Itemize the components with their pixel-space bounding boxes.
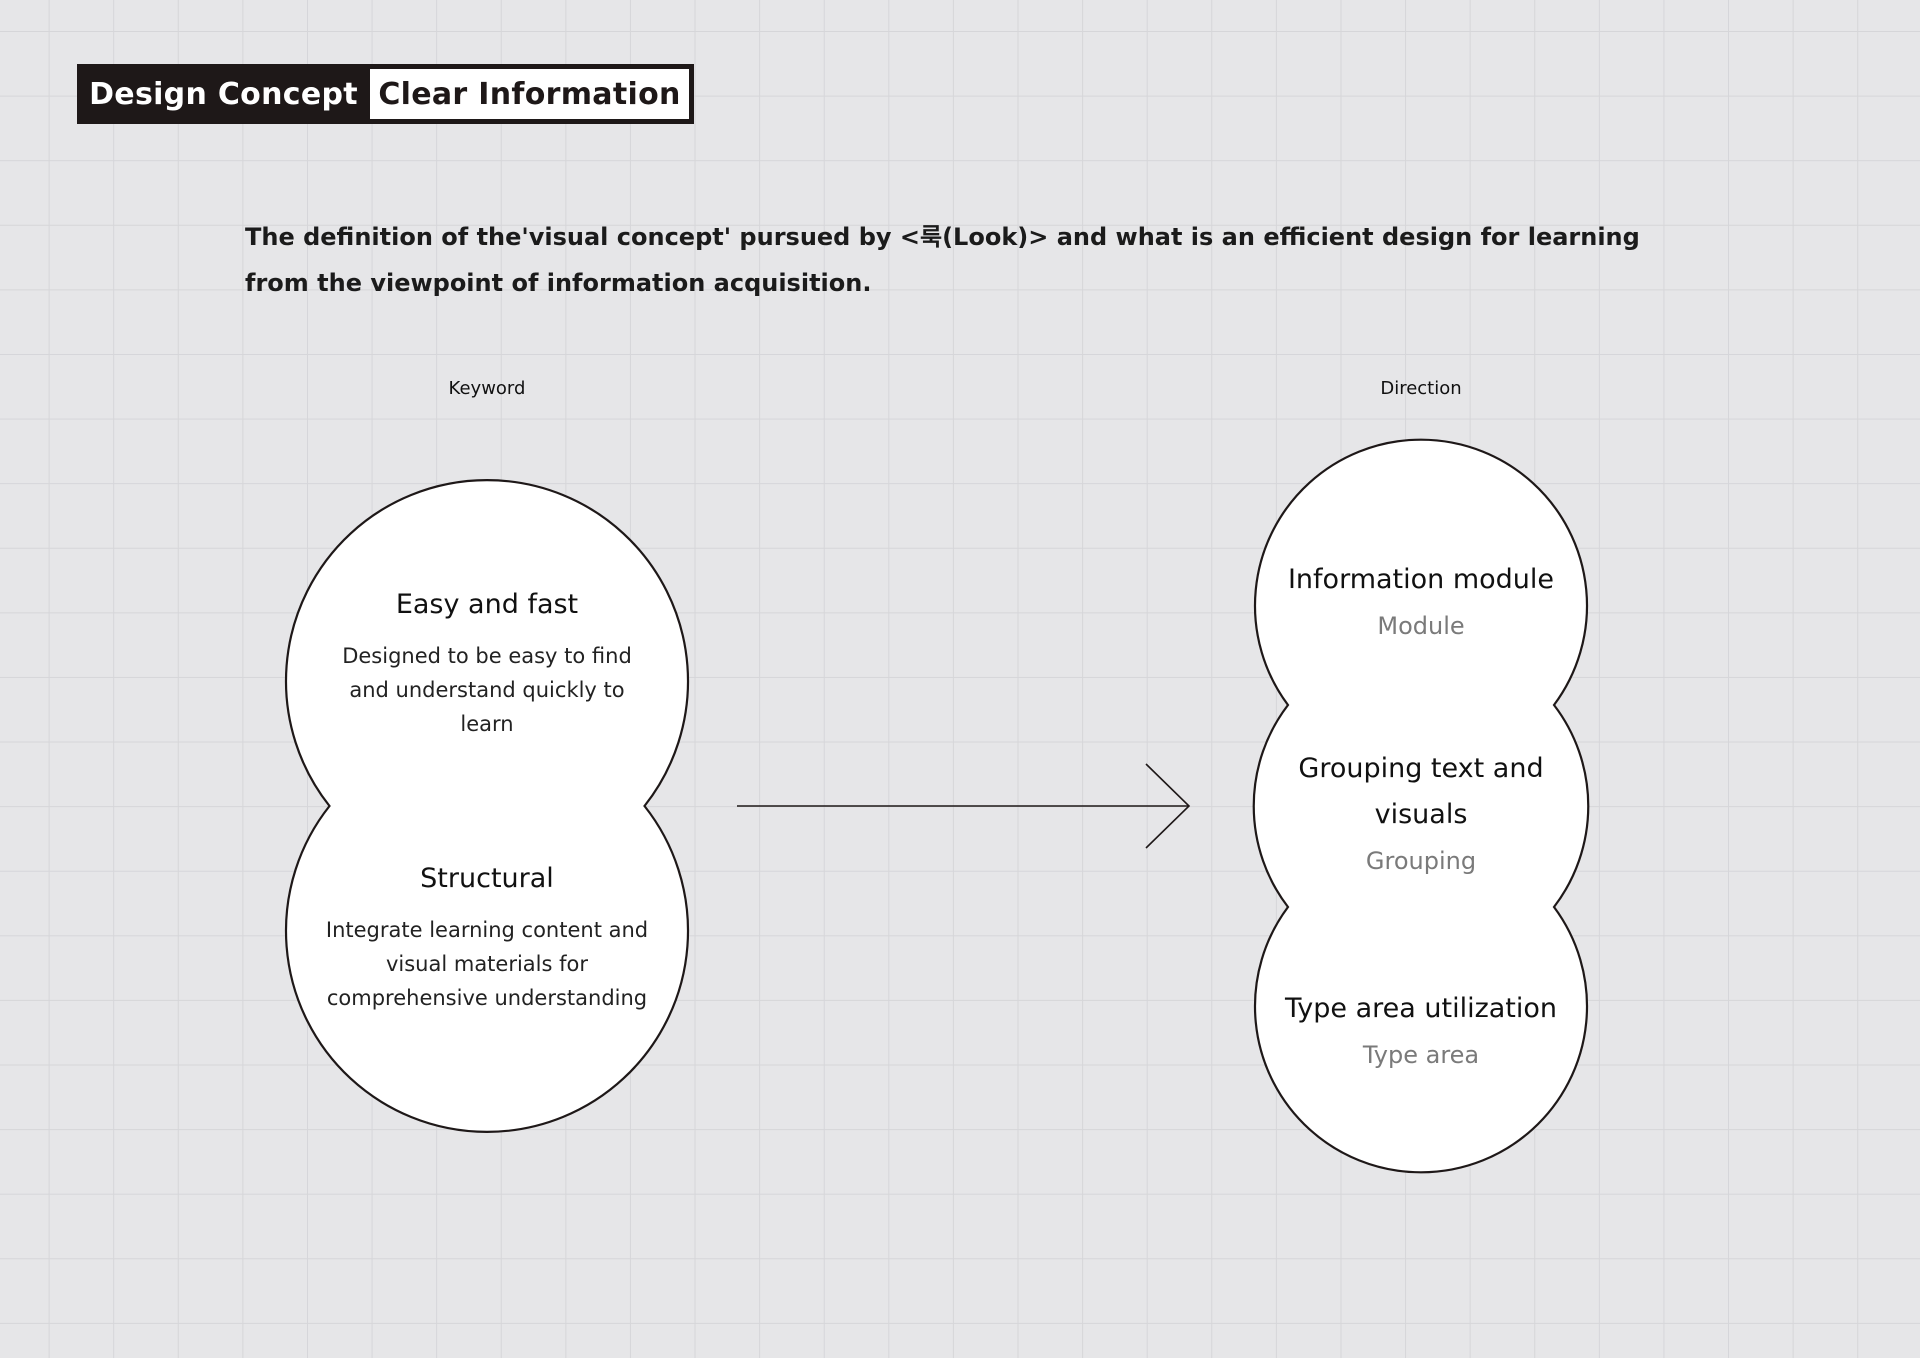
- keyword-title: Structural: [420, 863, 554, 894]
- direction-subtitle: Type area: [1362, 1041, 1480, 1069]
- title-box: Design Concept Clear Information: [77, 64, 694, 124]
- direction-item: Type area utilization Type area: [1271, 986, 1571, 1078]
- section-label: Design Concept: [89, 76, 358, 112]
- section-title: Clear Information: [370, 69, 689, 119]
- direction-item: Grouping text and visuals Grouping: [1271, 746, 1571, 884]
- direction-bubble-shape: [1252, 438, 1590, 1174]
- keyword-item: Easy and fast Designed to be easy to fin…: [307, 587, 667, 741]
- keyword-description: Integrate learning content and visual ma…: [325, 918, 649, 1010]
- arrow-icon: [737, 763, 1191, 849]
- direction-title: Information module: [1287, 564, 1555, 595]
- direction-subtitle: Grouping: [1365, 847, 1477, 875]
- keyword-title: Easy and fast: [395, 589, 579, 620]
- intro-text: The definition of the'visual concept' pu…: [245, 223, 1640, 297]
- direction-title: Grouping text and visuals: [1298, 753, 1544, 830]
- keyword-label: Keyword: [448, 378, 526, 399]
- keyword-description: Designed to be easy to find and understa…: [342, 644, 632, 736]
- direction-label: Direction: [1380, 378, 1462, 399]
- keyword-bubble-shape: [284, 479, 690, 1133]
- keyword-item: Structural Integrate learning content an…: [307, 861, 667, 1015]
- direction-title: Type area utilization: [1284, 993, 1558, 1024]
- direction-subtitle: Module: [1377, 612, 1465, 640]
- direction-item: Information module Module: [1271, 557, 1571, 649]
